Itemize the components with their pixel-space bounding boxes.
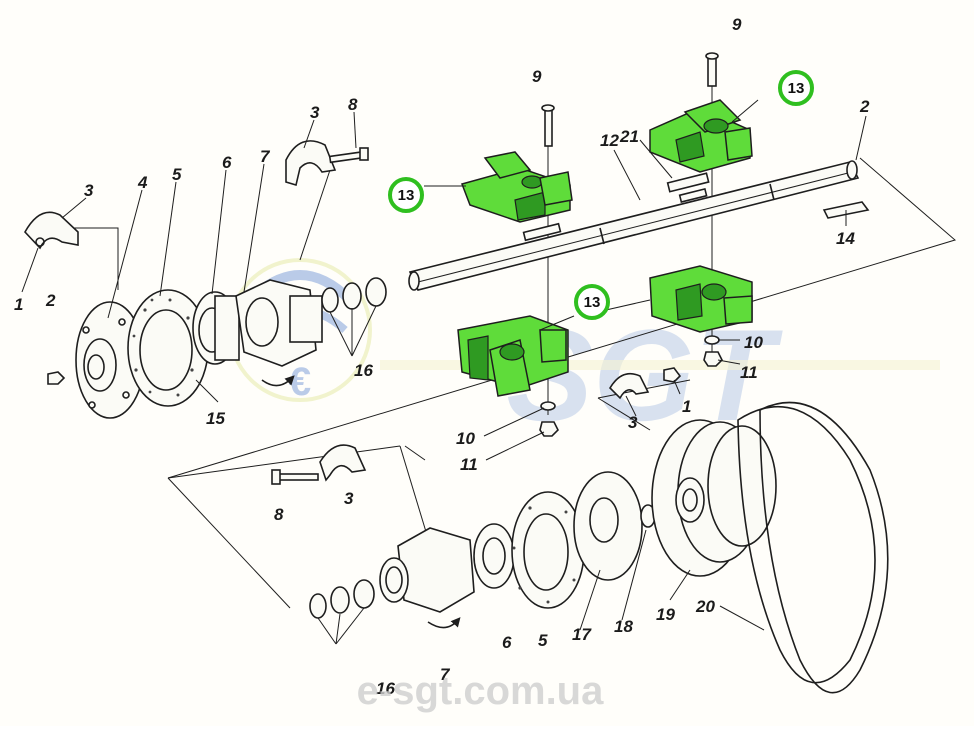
flange-4 — [75, 301, 145, 419]
label-17: 17 — [572, 625, 592, 644]
label-12: 12 — [600, 131, 619, 150]
friction-disc-5-bottom — [511, 491, 585, 609]
label-18: 18 — [614, 617, 633, 636]
svg-text:13: 13 — [584, 294, 601, 311]
label-3: 3 — [310, 103, 320, 122]
bolt-left — [541, 104, 555, 147]
label-4: 4 — [137, 173, 148, 192]
flange-17 — [573, 471, 643, 581]
label-3: 3 — [84, 181, 94, 200]
site-watermark: e-sgt.com.ua — [357, 669, 604, 713]
label-15: 15 — [206, 409, 225, 428]
bearing-housing-upper-right — [649, 99, 753, 173]
label-19: 19 — [656, 605, 675, 624]
washer-nut-left — [539, 401, 559, 437]
label-3: 3 — [344, 489, 354, 508]
hub-7 — [235, 279, 323, 367]
label-2: 2 — [45, 291, 56, 310]
label-7: 7 — [440, 665, 451, 684]
rotation-arrow-top — [261, 375, 295, 387]
svg-text:€: € — [289, 360, 311, 404]
label-21: 21 — [619, 127, 639, 146]
label-14: 14 — [836, 229, 855, 248]
label-16: 16 — [354, 361, 373, 380]
bolt-8-bottom — [271, 469, 319, 485]
callout-13-right: 13 — [778, 70, 814, 106]
bracket-3-left — [24, 211, 79, 250]
shaft — [408, 160, 860, 291]
callout-13-left: 13 — [388, 177, 424, 213]
pulley-19 — [651, 419, 777, 577]
key — [666, 172, 710, 193]
hub-7-bottom — [379, 527, 475, 613]
v-belts-20 — [737, 401, 889, 694]
bolt-right — [705, 52, 719, 87]
label-11: 11 — [740, 363, 758, 382]
callout-13-middle: 13 — [574, 284, 610, 320]
label-6: 6 — [222, 153, 232, 172]
label-10: 10 — [744, 333, 763, 352]
label-1: 1 — [14, 295, 23, 314]
bearing-6-bottom — [473, 523, 515, 589]
nut-1-right — [663, 367, 682, 383]
bracket-3-right — [608, 372, 650, 400]
label-11: 11 — [460, 455, 478, 474]
svg-text:13: 13 — [788, 80, 805, 97]
part-labels: 1 1 2 2 3 3 3 3 4 5 5 6 6 7 7 8 8 9 9 10… — [14, 15, 870, 698]
bolt-8-top — [328, 147, 369, 164]
bearing-housing-lower-right — [649, 265, 753, 333]
label-2: 2 — [859, 97, 870, 116]
seals-16-top — [321, 277, 387, 313]
label-9: 9 — [732, 15, 742, 34]
bracket-3-bottom — [319, 444, 367, 482]
label-20: 20 — [695, 597, 715, 616]
label-16: 16 — [376, 679, 395, 698]
svg-text:13: 13 — [398, 187, 415, 204]
label-8: 8 — [348, 95, 358, 114]
label-7: 7 — [260, 147, 271, 166]
plug-2-left — [47, 371, 66, 385]
bearing-6 — [192, 291, 240, 365]
rotation-arrow-bottom — [427, 617, 461, 629]
label-10: 10 — [456, 429, 475, 448]
seals-16-bottom — [309, 579, 375, 619]
bearing-housing-upper-left — [461, 151, 573, 223]
label-6: 6 — [502, 633, 512, 652]
label-5: 5 — [538, 631, 548, 650]
washer-nut-right — [703, 335, 723, 367]
label-1: 1 — [682, 397, 691, 416]
bearing-housing-lower-left — [457, 315, 569, 397]
friction-disc-5 — [127, 289, 209, 407]
label-5: 5 — [172, 165, 182, 184]
label-8: 8 — [274, 505, 284, 524]
bracket-3-top — [285, 140, 337, 187]
leader-lines — [21, 99, 867, 645]
label-3: 3 — [628, 413, 638, 432]
label-9: 9 — [532, 67, 542, 86]
